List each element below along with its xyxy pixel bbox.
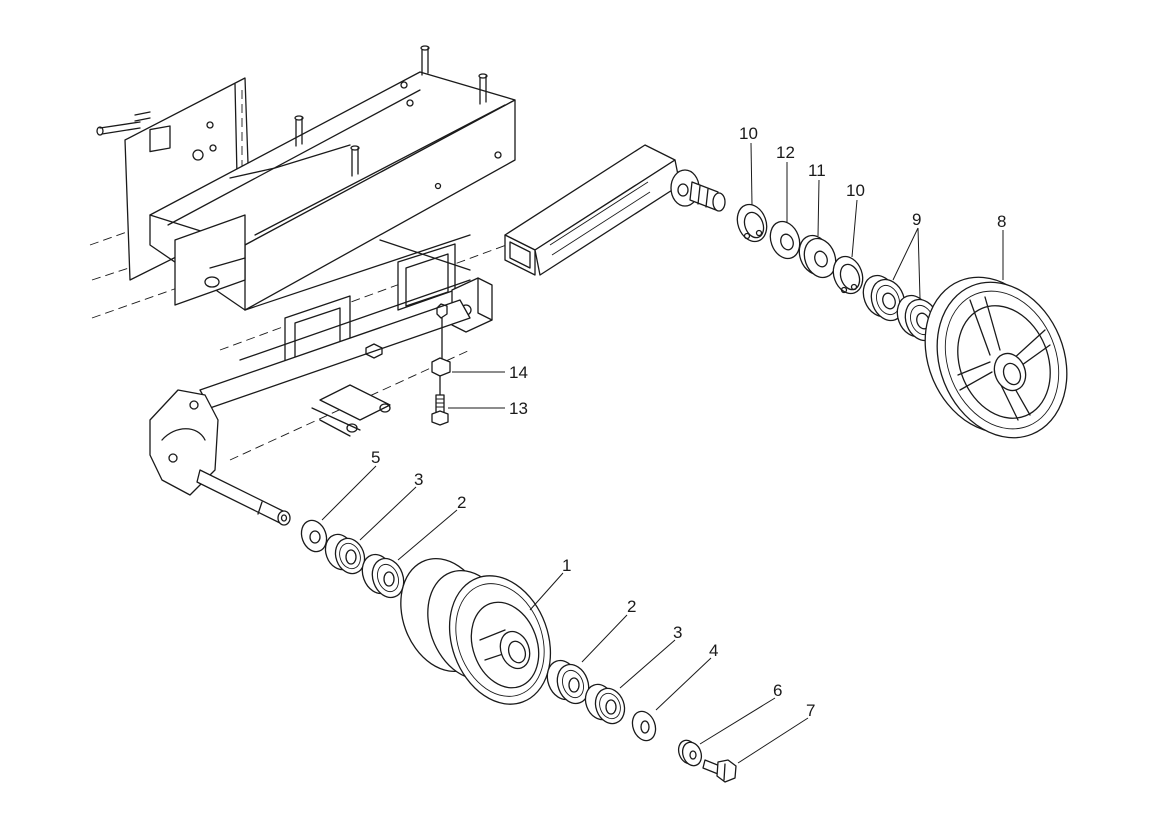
snap-ring-upper [736,203,768,243]
tension-arm [504,144,726,276]
callout-10-upper: 10 [739,124,758,143]
callout-9: 9 [912,210,921,229]
bolt-7 [702,759,737,783]
washer-12 [769,220,801,260]
callout-12: 12 [776,143,795,162]
bearing-9a [862,274,906,322]
idler-wheel [924,276,1068,439]
idler-parts [736,203,1068,439]
callout-13: 13 [509,399,528,418]
washer-6 [677,739,703,767]
callout-3-right: 3 [673,623,682,642]
callout-11: 11 [808,161,826,180]
callout-2-left: 2 [457,493,466,512]
callout-7: 7 [806,701,815,720]
callout-3-left: 3 [414,470,423,489]
callout-5: 5 [371,448,380,467]
callout-2-right: 2 [627,597,636,616]
snap-ring-lower [832,255,864,295]
track-frame [89,45,521,526]
track-roller [400,557,552,705]
washer-4 [631,710,657,742]
seal-3a [324,533,366,575]
callout-8: 8 [997,212,1006,231]
bolt-and-nut [431,303,451,426]
callout-1: 1 [562,556,571,575]
callout-6: 6 [773,681,782,700]
roller-parts [300,519,737,783]
leader-lines [321,142,1004,764]
spacer-11 [798,234,837,279]
callout-14: 14 [509,363,528,382]
bearing-2a [361,553,405,599]
callout-10-lower: 10 [846,181,865,200]
washer-5 [300,519,328,553]
callout-labels: 10 12 11 10 9 8 14 13 5 3 2 1 2 3 4 6 7 [371,124,1006,720]
bearing-2b [546,659,590,705]
callout-4: 4 [709,641,718,660]
seal-3b [584,683,626,725]
